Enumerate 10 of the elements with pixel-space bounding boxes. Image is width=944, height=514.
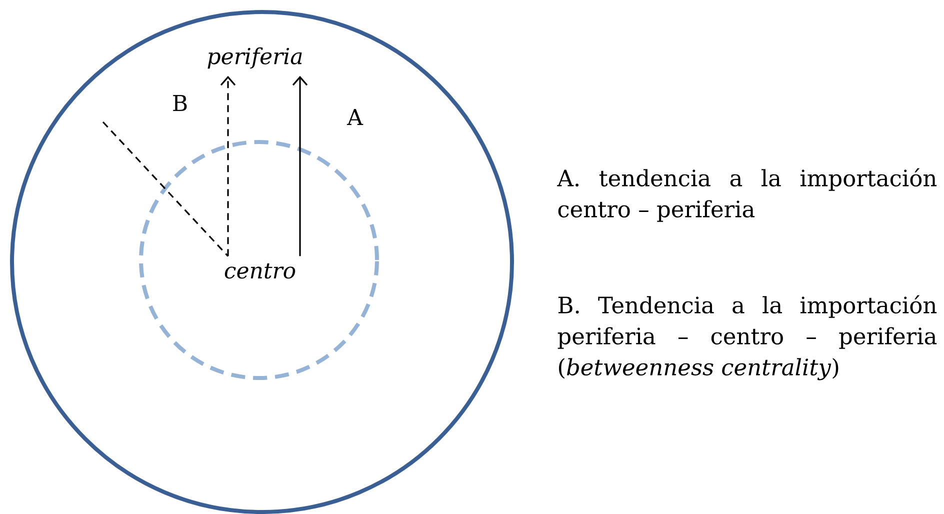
legend-text: B. Tendencia a la importación periferia – centro – periferia (betweenness centrality) (558, 295, 937, 380)
region-label: centro (224, 263, 296, 279)
inner-dashed-circle (139, 140, 379, 380)
arrow (292, 76, 308, 256)
outer-circle (10, 10, 514, 514)
arrow (220, 76, 236, 256)
edge-label: A (346, 108, 364, 126)
region-label: periferia (208, 47, 302, 69)
edge-label: B (170, 94, 190, 112)
legend-text: A. tendencia a la importación centro – periferia (557, 168, 937, 222)
